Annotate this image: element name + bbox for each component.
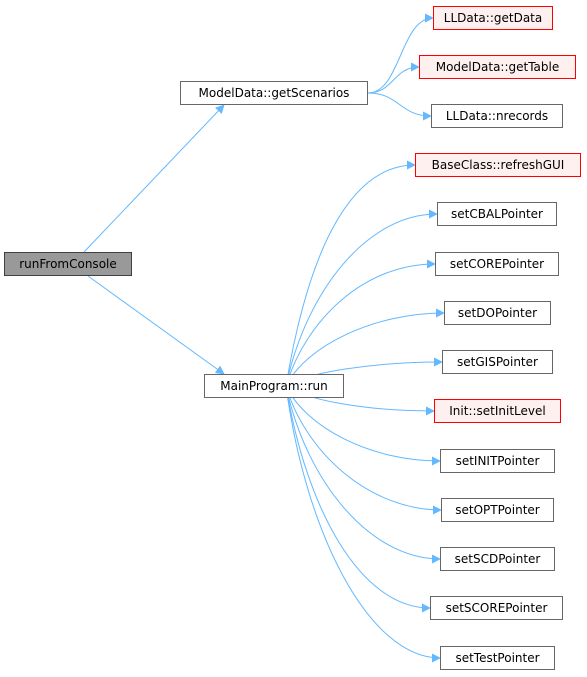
node-set-init-pointer[interactable]: setINITPointer xyxy=(440,449,555,473)
edge-run-to-setCORE xyxy=(285,259,436,387)
edge-run-to-setSCD xyxy=(285,385,441,564)
node-set-do-pointer[interactable]: setDOPointer xyxy=(444,301,551,325)
node-set-scd-pointer[interactable]: setSCDPointer xyxy=(440,547,555,571)
node-set-cbal-pointer[interactable]: setCBALPointer xyxy=(437,202,557,226)
edge-run-to-setCBAL xyxy=(285,209,438,387)
edge-getScenarios-to-getData xyxy=(367,13,434,94)
node-main-program-run[interactable]: MainProgram::run xyxy=(204,374,344,398)
node-set-core-pointer[interactable]: setCOREPointer xyxy=(435,252,559,276)
node-lldata-nrecords[interactable]: LLData::nrecords xyxy=(431,104,563,128)
node-base-class-refresh-gui[interactable]: BaseClass::refreshGUI xyxy=(415,153,581,177)
edge-run-to-setTest xyxy=(285,385,441,663)
edge-runFromConsole-to-run xyxy=(87,275,225,375)
node-set-test-pointer[interactable]: setTestPointer xyxy=(440,646,555,670)
edge-getScenarios-to-getTable xyxy=(367,62,420,94)
node-model-data-get-scenarios[interactable]: ModelData::getScenarios xyxy=(180,81,368,105)
edge-run-to-setINIT xyxy=(285,385,441,466)
edge-run-to-setOPT xyxy=(285,385,442,515)
edge-runFromConsole-to-getScenarios xyxy=(83,104,225,253)
node-lldata-get-data[interactable]: LLData::getData xyxy=(433,6,553,30)
node-model-data-get-table[interactable]: ModelData::getTable xyxy=(419,55,576,79)
edge-run-to-refreshGUI xyxy=(285,160,416,387)
edge-run-to-setSCORE xyxy=(285,385,431,613)
edge-getScenarios-to-nrecords xyxy=(367,92,432,121)
node-set-opt-pointer[interactable]: setOPTPointer xyxy=(441,498,554,522)
node-set-gis-pointer[interactable]: setGISPointer xyxy=(442,350,553,374)
node-run-from-console: runFromConsole xyxy=(4,252,132,276)
node-init-set-init-level[interactable]: Init::setInitLevel xyxy=(434,399,561,423)
edge-run-to-setDO xyxy=(285,308,445,387)
node-set-score-pointer[interactable]: setSCOREPointer xyxy=(430,596,563,620)
